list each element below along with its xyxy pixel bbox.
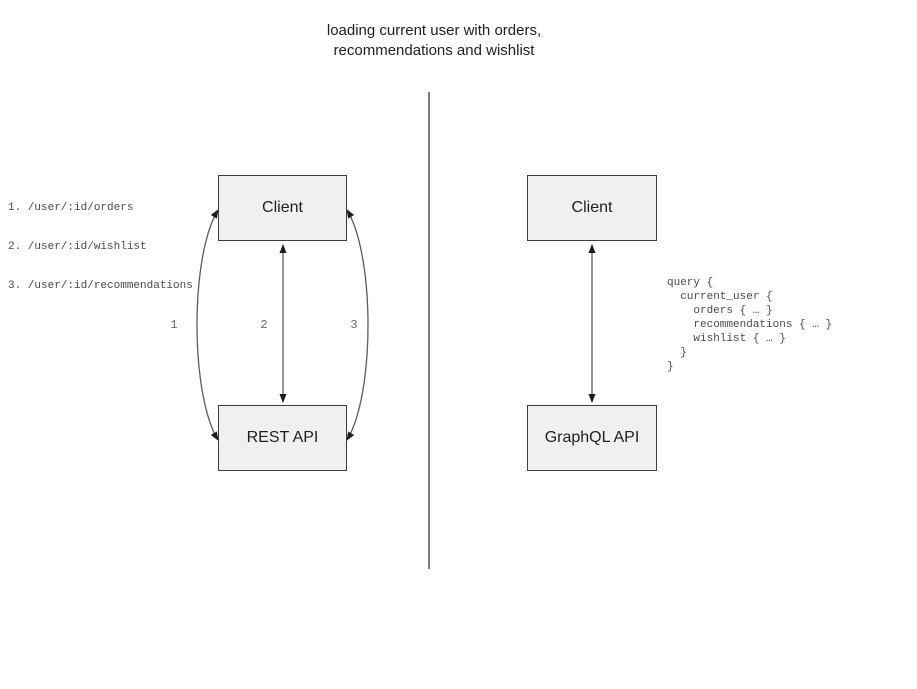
client-box-rest: Client <box>218 175 347 241</box>
arrow-label-2: 2 <box>260 318 268 332</box>
client-box-graphql-label: Client <box>571 199 613 216</box>
graphql-query-code: query { current_user { orders { … } reco… <box>667 277 833 373</box>
endpoint-recommendations: 3. /user/:id/recommendations <box>8 280 193 292</box>
rest-api-box: REST API <box>218 405 347 471</box>
vertical-divider <box>428 92 430 569</box>
rest-api-box-label: REST API <box>246 429 319 446</box>
endpoint-orders: 1. /user/:id/orders <box>8 202 134 214</box>
client-box-rest-label: Client <box>262 199 303 216</box>
diagram-title: loading current user with orders, recomm… <box>234 21 634 61</box>
title-line-2: recommendations and wishlist <box>333 42 535 59</box>
arrow-label-1: 1 <box>170 318 178 332</box>
client-box-graphql: Client <box>527 175 657 241</box>
arrow-label-3: 3 <box>350 318 358 332</box>
graphql-api-box-label: GraphQL API <box>544 429 640 446</box>
rest-arrow-1-curve <box>196 209 219 441</box>
endpoint-wishlist: 2. /user/:id/wishlist <box>8 241 147 253</box>
title-line-1: loading current user with orders, <box>326 22 542 39</box>
graphql-api-box: GraphQL API <box>527 405 657 471</box>
rest-endpoints-list: 1. /user/:id/orders 2. /user/:id/wishlis… <box>8 176 193 319</box>
